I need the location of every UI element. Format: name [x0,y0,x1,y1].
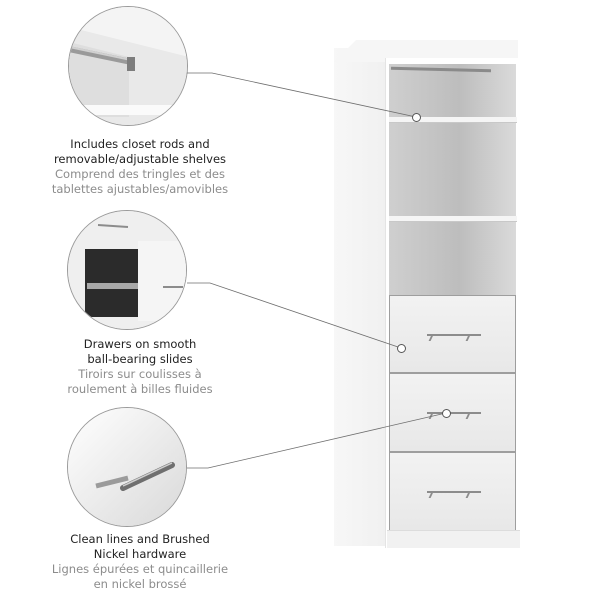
feature-caption-drawers: Drawers on smooth ball-bearing slides Ti… [67,337,213,396]
drawer-1 [389,295,516,373]
hotspot-shelves [412,113,421,122]
shelf-1 [389,117,517,123]
cabinet-side-panel [334,48,388,546]
feature-caption-shelves: Includes closet rods and removable/adjus… [51,137,229,196]
hotspot-drawers [397,344,406,353]
drawer-2 [389,373,516,452]
handle-closeup-image [67,407,187,527]
drawer-handle [427,334,481,340]
cabinet-open-compartment [389,64,516,296]
cabinet-plinth [387,530,520,548]
drawer-handle [427,412,481,418]
cabinet-top [334,40,518,62]
drawer-slide-closeup-image [67,210,187,330]
feature-caption-hardware: Clean lines and Brushed Nickel hardware … [51,532,229,591]
hotspot-hardware [442,409,451,418]
drawer-handle [427,491,481,497]
shelf-2 [389,216,517,222]
closet-rod-closeup-image [68,6,188,126]
drawer-3 [389,452,516,531]
